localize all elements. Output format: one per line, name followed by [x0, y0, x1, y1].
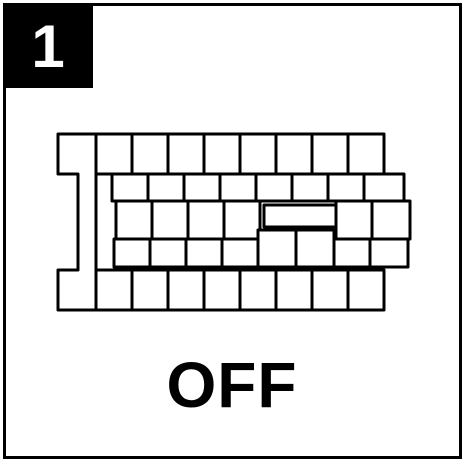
pin	[222, 239, 258, 267]
pin	[276, 134, 312, 174]
pin	[116, 201, 152, 239]
pin	[224, 201, 260, 239]
pin	[152, 201, 188, 239]
pin	[348, 134, 384, 174]
pin	[348, 270, 384, 310]
pin-raised	[258, 230, 296, 267]
pin	[96, 134, 132, 174]
pin	[292, 174, 328, 201]
pin	[336, 201, 372, 239]
pin	[150, 239, 186, 267]
pin	[204, 270, 240, 310]
pin	[184, 174, 220, 201]
pin	[114, 239, 150, 267]
pin	[204, 134, 240, 174]
pin	[364, 174, 404, 201]
pin	[188, 201, 224, 239]
state-label: OFF	[0, 353, 464, 417]
pin	[240, 134, 276, 174]
pin	[276, 270, 312, 310]
pin-row-5	[96, 270, 384, 310]
pin	[96, 270, 132, 310]
pin	[240, 270, 276, 310]
pin-wide	[264, 205, 336, 227]
pin	[132, 134, 168, 174]
pin	[186, 239, 222, 267]
pin	[312, 134, 348, 174]
pin-raised	[296, 230, 334, 267]
pin	[168, 134, 204, 174]
pin-row-2	[112, 174, 404, 201]
pin	[328, 174, 364, 201]
pin-row-1	[96, 134, 384, 174]
pin	[256, 174, 292, 201]
pin	[112, 174, 148, 201]
pin	[148, 174, 184, 201]
pin	[372, 201, 410, 239]
pin	[334, 239, 370, 267]
pin	[132, 270, 168, 310]
connector-housing	[58, 134, 96, 310]
pin	[220, 174, 256, 201]
pin	[312, 270, 348, 310]
pin	[168, 270, 204, 310]
pin	[370, 239, 408, 267]
